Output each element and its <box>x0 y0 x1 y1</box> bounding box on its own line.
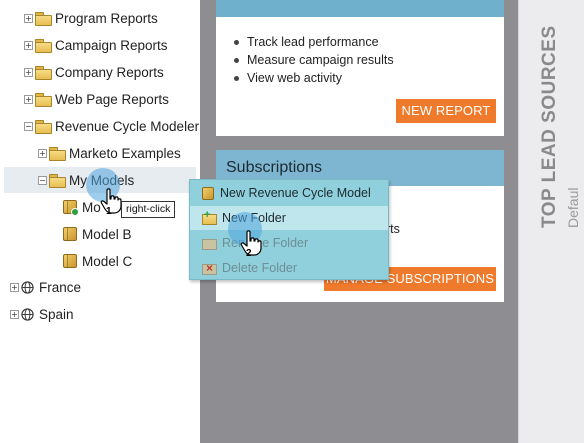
menu-item-new-folder[interactable]: New Folder <box>190 206 388 230</box>
step-number: 1 <box>106 206 112 217</box>
right-click-tooltip: right-click <box>121 201 176 218</box>
list-item: View web activity <box>234 69 394 87</box>
expand-icon[interactable]: + <box>10 282 19 292</box>
tree-item-campaign-reports[interactable]: + Campaign Reports <box>24 33 168 57</box>
widget-title: TOP LEAD SOURCES <box>539 25 560 228</box>
expand-icon[interactable]: + <box>10 309 19 319</box>
tree-item-marketo-examples[interactable]: + Marketo Examples <box>38 141 181 165</box>
globe-icon <box>21 307 34 321</box>
expand-icon[interactable]: + <box>24 67 33 77</box>
tree-item-label: Program Reports <box>55 10 158 26</box>
tree-item-label: Model B <box>82 226 132 242</box>
widget-subtitle: Defaul <box>565 187 581 228</box>
tree-item-label: Spain <box>39 306 74 322</box>
tree-item-web-page-reports[interactable]: + Web Page Reports <box>24 87 169 111</box>
tree-item-revenue-cycle-modeler[interactable]: − Revenue Cycle Modeler <box>24 114 199 138</box>
new-report-button[interactable]: NEW REPORT <box>396 99 496 123</box>
tree-item-label: Revenue Cycle Modeler <box>55 118 200 134</box>
tree-item-france[interactable]: + France <box>10 275 81 299</box>
tree-item-label: Company Reports <box>55 64 164 80</box>
hand-cursor-icon <box>100 188 122 214</box>
folder-icon <box>49 174 66 188</box>
folder-icon <box>35 93 52 107</box>
rename-folder-icon <box>202 237 217 250</box>
expand-icon[interactable]: + <box>24 40 33 50</box>
folder-icon <box>35 120 52 134</box>
menu-item-new-revenue-cycle-model[interactable]: New Revenue Cycle Model <box>190 181 388 205</box>
tree-item-label: Mo <box>82 199 101 215</box>
expand-icon[interactable]: + <box>24 94 33 104</box>
folder-tree: + Program Reports + Campaign Reports + C… <box>0 0 200 443</box>
folder-icon <box>35 66 52 80</box>
reports-feature-list: Track lead performance Measure campaign … <box>234 33 394 87</box>
menu-item-delete-folder[interactable]: Delete Folder <box>190 256 388 280</box>
context-menu: New Revenue Cycle Model New Folder Renam… <box>189 179 389 280</box>
collapse-icon[interactable]: − <box>38 175 47 185</box>
reports-panel: Track lead performance Measure campaign … <box>216 0 504 136</box>
reports-panel-header <box>216 0 504 17</box>
tree-item-label: Marketo Examples <box>69 145 181 161</box>
model-icon <box>63 254 77 268</box>
tree-item-model-c[interactable]: Model C <box>63 249 132 273</box>
tree-item-model-a[interactable]: Mo <box>63 195 101 219</box>
step-number: 2 <box>246 248 252 259</box>
tree-item-company-reports[interactable]: + Company Reports <box>24 60 164 84</box>
hand-cursor-icon <box>240 230 262 256</box>
top-lead-sources-widget: TOP LEAD SOURCES Defaul <box>518 0 584 443</box>
model-icon <box>202 186 214 200</box>
folder-icon <box>49 147 66 161</box>
globe-icon <box>21 280 34 294</box>
expand-icon[interactable]: + <box>24 13 33 23</box>
list-item: Track lead performance <box>234 33 394 51</box>
menu-item-label: Delete Folder <box>222 261 298 275</box>
tree-item-label: Model C <box>82 253 133 269</box>
model-icon <box>63 227 77 241</box>
tree-item-model-b[interactable]: Model B <box>63 222 132 246</box>
tree-item-program-reports[interactable]: + Program Reports <box>24 6 158 30</box>
folder-icon <box>35 12 52 26</box>
subscriptions-title: Subscriptions <box>226 159 323 176</box>
tree-item-label: France <box>39 279 82 295</box>
new-folder-icon <box>202 209 217 225</box>
tree-item-label: Web Page Reports <box>55 91 169 107</box>
subscriptions-text: rts <box>386 222 400 236</box>
delete-folder-icon <box>202 261 217 275</box>
list-item: Measure campaign results <box>234 51 394 69</box>
model-icon <box>63 200 79 216</box>
tree-item-spain[interactable]: + Spain <box>10 302 74 326</box>
menu-item-rename-folder[interactable]: Rename Folder <box>190 231 388 255</box>
collapse-icon[interactable]: − <box>24 121 33 131</box>
folder-icon <box>35 39 52 53</box>
tree-item-label: Campaign Reports <box>55 37 168 53</box>
menu-item-label: New Revenue Cycle Model <box>220 186 371 200</box>
checkmark-badge-icon <box>71 208 79 216</box>
expand-icon[interactable]: + <box>38 148 47 158</box>
